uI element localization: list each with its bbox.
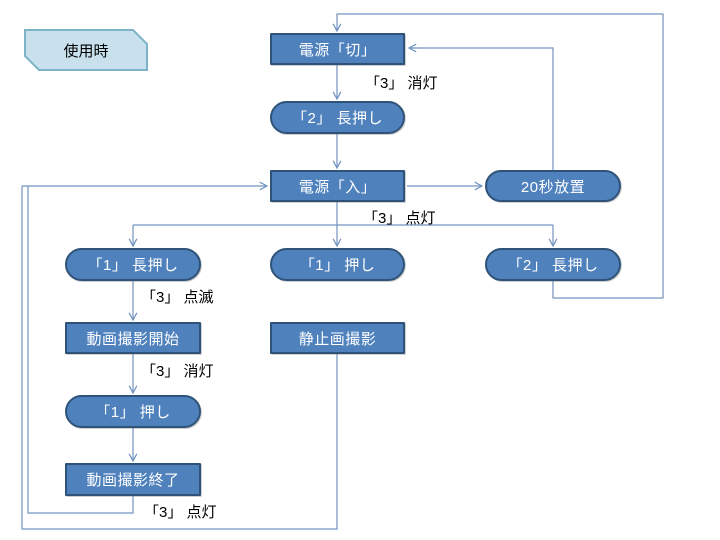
node-btn1-push-mid: 「1」 押し	[270, 248, 405, 281]
edge-label-led3-blink: 「3」 点滅	[141, 289, 214, 306]
usage-tag-shape	[24, 29, 148, 71]
edge-label-led3-off-top: 「3」 消灯	[365, 75, 438, 92]
node-power-on: 電源「入」	[270, 170, 405, 202]
node-btn2-long-top: 「2」 長押し	[270, 101, 405, 134]
edge-still-capture-loop	[21, 186, 338, 530]
node-btn2-long-right: 「2」 長押し	[485, 248, 621, 281]
edge-label-led3-on-bottom: 「3」 点灯	[144, 504, 217, 521]
node-power-off: 電源「切」	[270, 33, 405, 65]
edge-label-led3-off-bottom: 「3」 消灯	[141, 363, 214, 380]
node-btn1-long: 「1」 長押し	[65, 248, 201, 281]
node-movie-start: 動画撮影開始	[65, 322, 201, 354]
node-btn1-push-left: 「1」 押し	[65, 395, 201, 428]
node-still-capture: 静止画撮影	[270, 322, 405, 354]
usage-tag-label: 使用時	[63, 42, 109, 60]
edge-idle20-to-power-off	[409, 48, 554, 170]
node-movie-end: 動画撮影終了	[65, 463, 201, 496]
edge-movie-end-loop	[27, 186, 134, 514]
node-idle-20s: 20秒放置	[485, 170, 621, 202]
edge-label-led3-on: 「3」 点灯	[363, 210, 436, 227]
edge-btn2-long-loop-to-power-off	[337, 13, 664, 299]
